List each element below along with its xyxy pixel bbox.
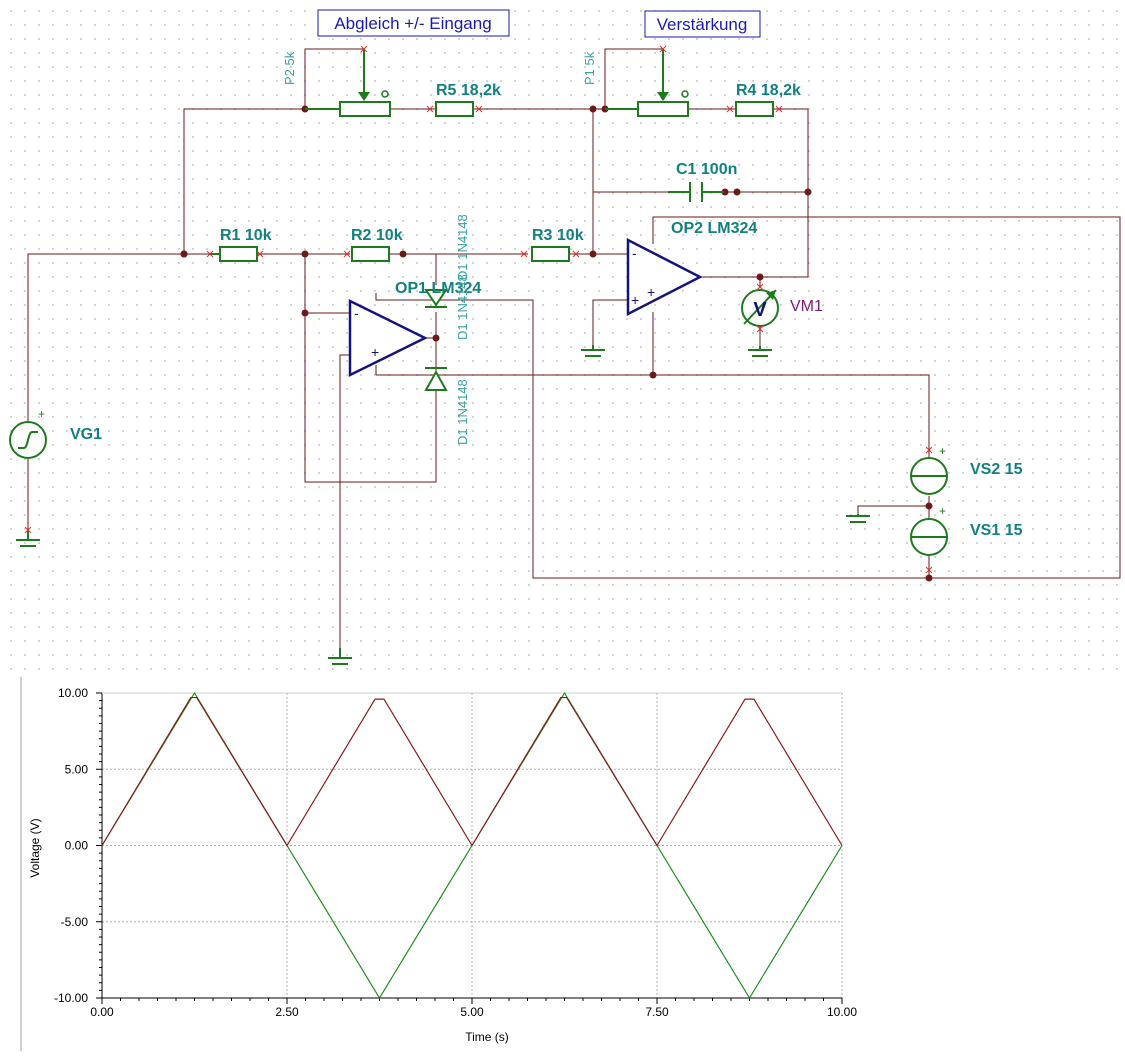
op1-minus: -	[354, 305, 359, 321]
title-offset-adjust-text: Abgleich +/- Eingang	[334, 14, 491, 33]
label-op2: OP2 LM324	[671, 220, 757, 237]
schematic-canvas: - + - + + V + + +	[9, 9, 1121, 665]
x-tick-label: 2.50	[275, 1005, 299, 1019]
label-vs2: VS2 15	[970, 461, 1023, 478]
op2-plus-2: +	[647, 284, 655, 300]
resistor-r2[interactable]	[351, 246, 390, 262]
label-p1: P1 5k	[582, 51, 597, 85]
resistor-r5[interactable]	[435, 101, 474, 117]
pin-markers	[24, 45, 933, 574]
title-offset-adjust: Abgleich +/- Eingang	[317, 9, 510, 37]
op1-plus: +	[371, 344, 379, 360]
label-op1: OP1 LM324	[395, 280, 481, 297]
vs1-plus: +	[939, 504, 946, 518]
resistor-r1[interactable]	[210, 246, 258, 262]
signal-generator-vg1[interactable]: +	[9, 407, 47, 459]
label-r1: R1 10k	[220, 227, 272, 244]
ground-op1	[328, 648, 352, 665]
x-axis-label: Time (s)	[465, 1030, 509, 1044]
ground-supply	[846, 514, 870, 523]
plot-axes	[96, 692, 843, 1004]
vs2-plus: +	[939, 444, 946, 458]
voltmeter-vm1[interactable]: V	[741, 289, 779, 346]
op2-plus: +	[631, 292, 639, 308]
wires	[27, 48, 1121, 648]
potentiometer-p1[interactable]	[605, 49, 689, 117]
series-line-2	[101, 696, 843, 847]
title-gain: Verstärkung	[644, 10, 761, 38]
plot-canvas: 0.00 2.50 5.00 7.50 10.00 10.00 5.00 0.00 -5.00 -…	[20, 677, 857, 1051]
transient-plot: 0.00 2.50 5.00 7.50 10.00 10.00 5.00 0.00 -5.00 -…	[0, 675, 1125, 1051]
resistor-r4[interactable]	[735, 101, 774, 117]
supply-vs1[interactable]: +	[910, 504, 948, 556]
voltmeter-symbol: V	[753, 299, 767, 321]
label-vg1: VG1	[70, 426, 102, 443]
diode-lower[interactable]	[424, 367, 448, 391]
component-labels: P2 5k P1 5k R5 18,2k R4 18,2k C1 100n R1…	[70, 51, 1023, 539]
op2-minus: -	[632, 245, 637, 261]
ground-vg1	[16, 530, 40, 547]
diode-upper[interactable]	[424, 289, 448, 308]
title-gain-text: Verstärkung	[657, 15, 748, 34]
label-r4: R4 18,2k	[736, 82, 801, 99]
ground-vm1	[748, 346, 772, 357]
label-r2: R2 10k	[351, 227, 403, 244]
plot-series	[101, 691, 843, 1000]
y-tick-label: 5.00	[65, 762, 89, 776]
resistor-r3[interactable]	[531, 246, 570, 262]
circuit-schematic: - + - + + V + + +	[0, 0, 1125, 675]
potentiometer-p2[interactable]	[305, 49, 391, 117]
label-p2: P2 5k	[282, 51, 297, 85]
x-tick-label: 10.00	[827, 1005, 857, 1019]
y-tick-label: 0.00	[65, 839, 89, 853]
y-tick-label: 10.00	[58, 686, 88, 700]
x-tick-label: 7.50	[645, 1005, 669, 1019]
junction-dots	[180, 105, 933, 582]
x-tick-label: 0.00	[90, 1005, 114, 1019]
ground-op2	[581, 345, 605, 357]
opamp-op1[interactable]: - +	[348, 298, 428, 378]
supply-vs2[interactable]: +	[910, 444, 948, 495]
capacitor-c1[interactable]	[668, 182, 724, 202]
label-r5: R5 18,2k	[436, 82, 501, 99]
vg1-plus: +	[38, 407, 45, 421]
label-d1-a: D1 1N4148	[455, 274, 470, 340]
label-vs1: VS1 15	[970, 522, 1023, 539]
label-d1-b: D1 1N4148	[455, 214, 470, 280]
y-tick-label: -10.00	[54, 991, 88, 1005]
opamp-op2[interactable]: - + +	[626, 237, 703, 317]
label-r3: R3 10k	[532, 227, 584, 244]
label-vm1: VM1	[790, 298, 823, 315]
y-axis-label: Voltage (V)	[28, 818, 42, 877]
x-tick-label: 5.00	[460, 1005, 484, 1019]
plot-tick-labels: 0.00 2.50 5.00 7.50 10.00 10.00 5.00 0.00 -5.00 -…	[54, 686, 857, 1019]
label-c1: C1 100n	[676, 161, 737, 178]
y-tick-label: -5.00	[61, 915, 89, 929]
ground-symbols	[16, 345, 870, 665]
label-d1-c: D1 1N4148	[455, 379, 470, 445]
